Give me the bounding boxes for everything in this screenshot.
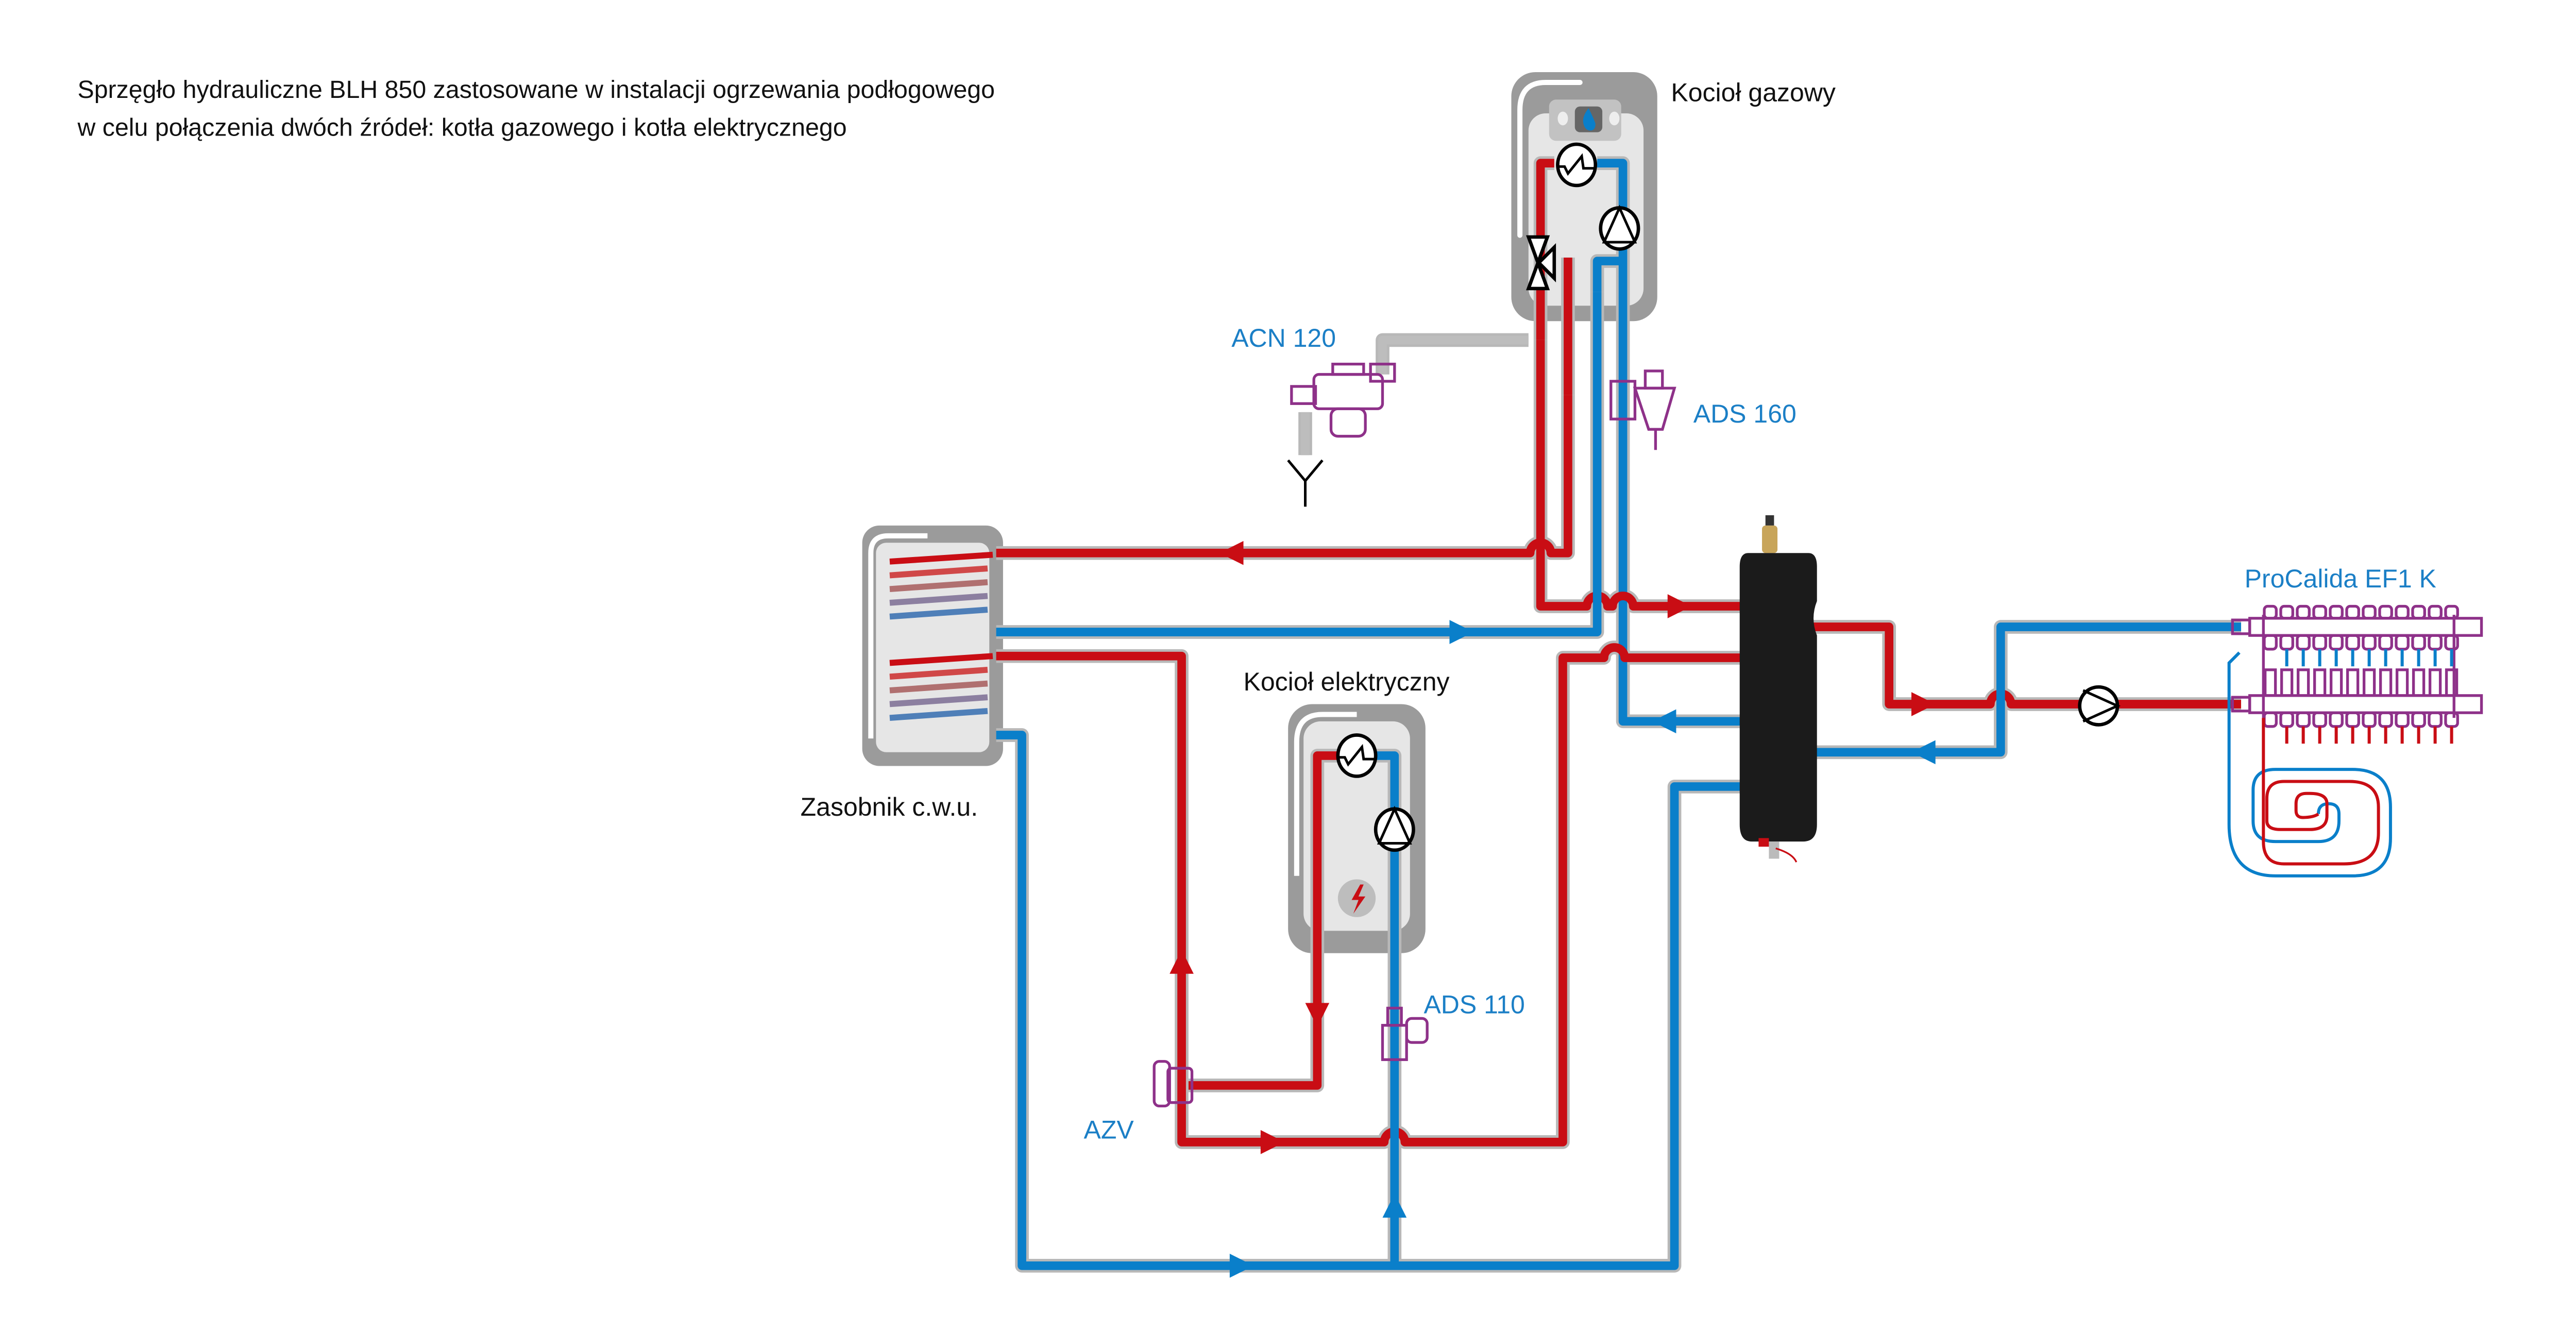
manifold-valve xyxy=(2378,634,2393,651)
ads-160-label: ADS 160 xyxy=(1693,399,1797,428)
manifold-valve xyxy=(2378,711,2393,728)
flow-meter xyxy=(2428,668,2442,697)
ads-110-label: ADS 110 xyxy=(1423,990,1524,1019)
storage-tank xyxy=(862,525,1003,766)
manifold-valve xyxy=(2444,711,2459,728)
manifold-valve-cap xyxy=(2279,604,2294,620)
pipe-outline xyxy=(1811,620,2241,711)
drain-funnel-icon xyxy=(1287,459,1324,507)
manifold-valve-cap xyxy=(2444,604,2459,620)
flow-meter xyxy=(2362,668,2376,697)
electric-boiler-label: Kocioł elektryczny xyxy=(1244,667,1450,696)
return-pipe xyxy=(996,292,1602,636)
flow-meter xyxy=(2445,668,2459,697)
pipe-outline xyxy=(1376,333,1529,375)
return-pipe xyxy=(996,731,1743,1270)
heat-exchanger-icon xyxy=(1336,733,1378,778)
manifold-valve-cap xyxy=(2312,604,2327,620)
heat-exchanger-icon xyxy=(1556,142,1598,188)
manifold-valve-cap xyxy=(2378,604,2393,620)
supply-pipe xyxy=(996,395,1572,558)
gas-flame-icon xyxy=(1583,108,1596,131)
return-pipe xyxy=(1811,622,2241,757)
acn-120-valve xyxy=(1290,362,1396,438)
manifold-valve xyxy=(2263,711,2278,728)
manifold-valve xyxy=(2345,711,2360,728)
azv-valve xyxy=(1153,1060,1194,1108)
manifold-valve xyxy=(2362,711,2377,728)
flow-meter xyxy=(2280,668,2294,697)
manifold-valve xyxy=(2428,711,2443,728)
manifold xyxy=(2231,604,2483,744)
pump-icon xyxy=(1599,205,1640,251)
manifold-valve xyxy=(2296,634,2311,651)
manifold-valve xyxy=(2312,634,2327,651)
flow-arrows xyxy=(1170,541,1936,1278)
manifold-valve-cap xyxy=(2296,604,2311,620)
manifold-valve xyxy=(2279,711,2294,728)
gas-boiler-label: Kocioł gazowy xyxy=(1671,78,1836,107)
manifold-valve-cap xyxy=(2362,604,2377,620)
lightning-icon xyxy=(1351,884,1366,914)
return-pipe xyxy=(1374,751,1399,1266)
diagram-title-line1: Sprzęgło hydrauliczne BLH 850 zastosowan… xyxy=(77,76,995,104)
flow-meter xyxy=(2296,668,2310,697)
ads-110-separator xyxy=(1381,1006,1429,1062)
hydraulic-coupler xyxy=(1739,515,1817,863)
diagram-title-line2: w celu połączenia dwóch źródeł: kotła ga… xyxy=(77,113,846,141)
manifold-valve xyxy=(2329,711,2344,728)
floor-heating-loop xyxy=(2227,651,2392,878)
manifold-valve xyxy=(2362,634,2377,651)
three-way-valve-icon xyxy=(1526,235,1556,291)
manifold-valve xyxy=(2411,634,2426,651)
ads-160-separator xyxy=(1609,369,1676,450)
pipe-outline xyxy=(1811,620,2241,760)
return-pipe xyxy=(1592,257,1623,292)
manifold-valve-cap xyxy=(2329,604,2344,620)
flow-meter xyxy=(2329,668,2343,697)
pipe-outline xyxy=(996,395,1575,560)
flow-meter xyxy=(2395,668,2409,697)
manifold-valve xyxy=(2395,634,2410,651)
flow-meter xyxy=(2412,668,2426,697)
supply-pipe xyxy=(1188,751,1340,1090)
manifold-valve-cap xyxy=(2345,604,2360,620)
storage-tank-label: Zasobnik c.w.u. xyxy=(801,793,978,821)
flow-meter xyxy=(2313,668,2327,697)
manifold-valve xyxy=(2296,711,2311,728)
manifold-label: ProCalida EF1 K xyxy=(2245,564,2436,593)
manifold-valve xyxy=(2279,634,2294,651)
manifold-valve xyxy=(2329,634,2344,651)
manifold-valve xyxy=(2411,711,2426,728)
manifold-valve-cap xyxy=(2428,604,2443,620)
manifold-valve xyxy=(2428,634,2443,651)
manifold-valve xyxy=(2263,634,2278,651)
pump-icon xyxy=(2078,685,2121,727)
supply-pipe xyxy=(1811,622,2241,709)
manifold-valve xyxy=(2345,634,2360,651)
manifold-valve-cap xyxy=(2395,604,2410,620)
pump-icon xyxy=(1374,805,1415,852)
supply-pipe xyxy=(996,643,1743,1147)
manifold-valve xyxy=(2312,711,2327,728)
supply-pipe xyxy=(1536,340,1743,611)
flow-meter xyxy=(2346,668,2360,697)
acn-120-label: ACN 120 xyxy=(1231,324,1336,352)
flow-meter xyxy=(2263,668,2277,697)
manifold-valve-cap xyxy=(2263,604,2278,620)
manifold-valve xyxy=(2444,634,2459,651)
manifold-valve xyxy=(2395,711,2410,728)
flow-meter xyxy=(2379,668,2393,697)
manifold-valve-cap xyxy=(2411,604,2426,620)
azv-label: AZV xyxy=(1084,1116,1134,1144)
return-pipe xyxy=(1597,159,1743,726)
